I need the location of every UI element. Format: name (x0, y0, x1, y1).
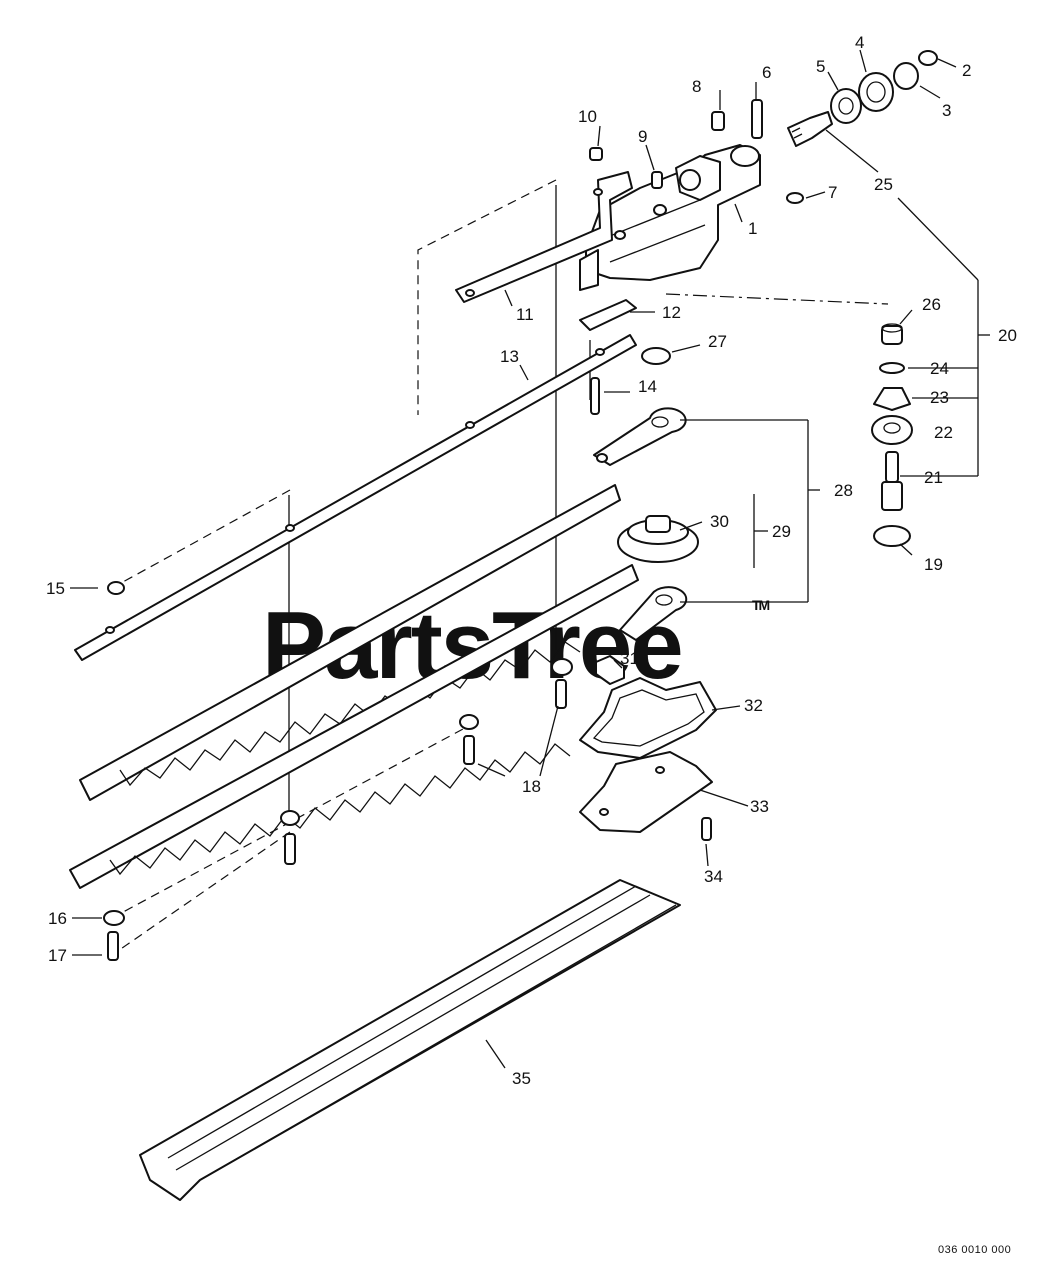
snap-ring-19 (873, 525, 911, 547)
leader-lines (70, 49, 990, 1069)
callout-9: 9 (638, 127, 647, 146)
callout-12: 12 (662, 303, 681, 322)
callout-4: 4 (855, 33, 864, 52)
plug-7 (786, 192, 804, 204)
bolt-14 (590, 377, 600, 415)
callout-23: 23 (930, 388, 949, 407)
callout-22: 22 (934, 423, 953, 442)
blade-cover-35 (139, 879, 681, 1201)
shaft-21 (881, 451, 903, 511)
callout-8: 8 (692, 77, 701, 96)
gear-housing (579, 144, 761, 291)
callout-17: 17 (48, 946, 67, 965)
callout-16: 16 (48, 909, 67, 928)
snap-ring-24 (879, 362, 905, 374)
callout-labels: 1 2 3 4 5 6 7 8 9 10 11 12 13 14 15 16 1… (46, 33, 1017, 1088)
bevel-gear-30 (617, 515, 699, 563)
diagram-code: 036 0010 000 (938, 1244, 1011, 1256)
washer-16 (103, 910, 125, 926)
bearing-4 (858, 72, 894, 112)
callout-30: 30 (710, 512, 729, 531)
callout-26: 26 (922, 295, 941, 314)
bolt-6 (751, 99, 763, 139)
bevel-gear-23 (873, 387, 911, 411)
callout-1: 1 (748, 219, 757, 238)
screw-34 (701, 817, 712, 841)
callout-24: 24 (930, 359, 949, 378)
callout-27: 27 (708, 332, 727, 351)
callout-14: 14 (638, 377, 657, 396)
callout-35: 35 (512, 1069, 531, 1088)
snap-ring-3 (893, 62, 919, 90)
bolt-17 (107, 931, 119, 961)
upper-cutting-blade (79, 484, 621, 801)
bolt-18b (463, 735, 475, 765)
callout-28: 28 (834, 481, 853, 500)
washer-15 (107, 581, 125, 595)
callout-5: 5 (816, 57, 825, 76)
lower-cutting-blade (69, 564, 639, 889)
pin-9 (651, 171, 663, 189)
gasket-32 (579, 677, 717, 759)
callout-15: 15 (46, 579, 65, 598)
callout-31: 31 (620, 649, 639, 668)
blade-holder-11 (455, 171, 633, 303)
washer-18a (551, 658, 573, 676)
callout-7: 7 (828, 183, 837, 202)
guide-bar-13 (74, 334, 637, 661)
callout-19: 19 (924, 555, 943, 574)
washer-8 (711, 111, 725, 131)
callout-11: 11 (516, 305, 534, 324)
bolt-16b (284, 833, 296, 865)
callout-2: 2 (962, 61, 971, 80)
connecting-rod-lower (619, 586, 688, 641)
bearing-5 (830, 88, 862, 124)
callout-34: 34 (704, 867, 723, 886)
callout-3: 3 (942, 101, 951, 120)
callout-10: 10 (578, 107, 597, 126)
callout-20: 20 (998, 326, 1017, 345)
pinion-gear-25 (787, 111, 833, 147)
bearing-22 (871, 415, 913, 445)
callout-29: 29 (772, 522, 791, 541)
connecting-rod-upper (593, 407, 687, 466)
snap-ring-2 (918, 50, 938, 66)
washer-18b (459, 714, 479, 730)
callout-13: 13 (500, 347, 519, 366)
callout-21: 21 (924, 468, 943, 487)
washer-27 (641, 347, 671, 365)
plate-12 (579, 299, 637, 331)
callout-6: 6 (762, 63, 771, 82)
bolt-18a (555, 679, 567, 709)
watermark-trademark: TM (752, 597, 770, 613)
bushing-26 (881, 323, 903, 345)
cover-33 (579, 751, 713, 833)
washer-16b (280, 810, 300, 826)
washer-10 (589, 147, 603, 161)
callout-25: 25 (874, 175, 893, 194)
callout-33: 33 (750, 797, 769, 816)
callout-32: 32 (744, 696, 763, 715)
callout-18: 18 (522, 777, 541, 796)
